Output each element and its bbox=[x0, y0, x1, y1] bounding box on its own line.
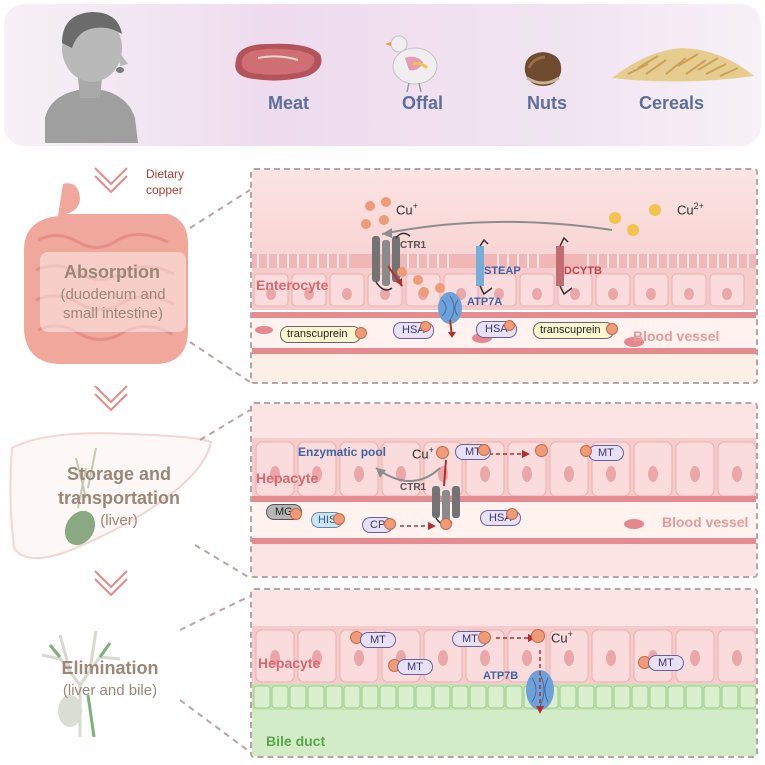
absorption-title: Absorption bbox=[64, 262, 160, 282]
storage-title-line1: Storage and bbox=[66, 464, 172, 484]
mt-tag-text: MT bbox=[407, 661, 423, 673]
cu-plus-sup: + bbox=[567, 629, 573, 639]
food-banner bbox=[0, 0, 765, 150]
absorption-subtitle-line2: small intestine) bbox=[62, 305, 164, 322]
copper-ion bbox=[384, 518, 396, 530]
mg-tag-text: MG bbox=[275, 506, 293, 518]
copper-ions-cu2 bbox=[605, 200, 665, 240]
intestine-illustration bbox=[18, 180, 193, 370]
storage-panel-drawing bbox=[252, 404, 756, 576]
chevron-down-icon bbox=[92, 565, 130, 599]
copper-ion bbox=[440, 518, 452, 530]
transcuprein-tag-1: transcuprein bbox=[280, 326, 361, 343]
elimination-title: Elimination bbox=[61, 658, 159, 678]
copper-ion bbox=[535, 444, 548, 457]
mt-tag-text: MT bbox=[658, 657, 674, 669]
mt-tag-text: MT bbox=[370, 634, 386, 646]
food-banner-background bbox=[4, 4, 761, 146]
mt-tag-elim-2: MT bbox=[397, 659, 433, 675]
blood-vessel-label-storage: Blood vessel bbox=[662, 514, 749, 530]
chevron-down-icon bbox=[92, 162, 130, 196]
cu-plus-label-elim: Cu+ bbox=[551, 629, 573, 645]
hepacyte-label-storage: Hepacyte bbox=[256, 470, 319, 486]
copper-ion bbox=[506, 508, 518, 520]
copper-ion bbox=[355, 327, 367, 339]
bile-tree-illustration bbox=[30, 625, 130, 740]
dcytb-label: DCYTB bbox=[564, 265, 602, 277]
atp7b-label: ATP7B bbox=[483, 670, 519, 682]
enterocyte-label: Enterocyte bbox=[256, 277, 329, 293]
mt-tag-text: MT bbox=[462, 633, 478, 645]
dietary-copper-line2: copper bbox=[146, 183, 183, 197]
cu-plus-label: Cu+ bbox=[396, 201, 418, 217]
cu-plus-sup: + bbox=[428, 445, 434, 455]
ctr1-label-absorption: CTR1 bbox=[400, 240, 427, 251]
storage-title: Storage and transportation bbox=[44, 462, 194, 510]
hsa-tag-text: HSA bbox=[489, 512, 512, 524]
storage-subtitle: (liver) bbox=[100, 512, 138, 529]
meat-illustration bbox=[228, 38, 328, 86]
copper-ion bbox=[290, 508, 302, 520]
hepacyte-label-elim: Hepacyte bbox=[258, 655, 321, 671]
cu-2plus-label: Cu2+ bbox=[677, 201, 704, 217]
storage-panel bbox=[250, 402, 758, 578]
mt-tag-elim-4: MT bbox=[648, 655, 684, 671]
cu-plus-label-storage: Cu+ bbox=[412, 445, 434, 461]
nuts-label: Nuts bbox=[527, 93, 567, 113]
copper-ion bbox=[478, 631, 491, 644]
atp7a-label: ATP7A bbox=[467, 296, 503, 308]
dietary-copper-label: Dietary copper bbox=[146, 166, 184, 198]
copper-ion bbox=[531, 629, 545, 643]
offal-illustration bbox=[383, 28, 443, 93]
mt-tag-text: MT bbox=[598, 447, 614, 459]
transcuprein-tag-text: transcuprein bbox=[287, 328, 348, 340]
cu-2plus-sup: 2+ bbox=[693, 201, 704, 211]
copper-ion bbox=[504, 320, 515, 331]
copper-ion bbox=[436, 446, 449, 459]
enzymatic-pool-label: Enzymatic pool bbox=[298, 445, 387, 459]
absorption-subtitle-line1: (duodenum and bbox=[60, 286, 166, 303]
cu-plus-text: Cu bbox=[396, 202, 413, 218]
transcuprein-tag-2: transcuprein bbox=[533, 322, 614, 339]
elimination-subtitle: (liver and bile) bbox=[62, 682, 158, 699]
mt-tag-storage-2: MT bbox=[588, 445, 624, 461]
chevron-down-icon bbox=[92, 380, 130, 414]
cu-plus-sup: + bbox=[412, 201, 418, 211]
copper-ion bbox=[478, 444, 490, 456]
meat-label: Meat bbox=[268, 93, 310, 113]
mt-tag-elim-1: MT bbox=[360, 632, 396, 648]
absorption-panel bbox=[250, 168, 758, 384]
copper-ions-cu1 bbox=[360, 196, 480, 306]
storage-title-line2: transportation bbox=[57, 488, 180, 508]
his-tag-text: HIS bbox=[318, 514, 337, 526]
absorption-box bbox=[40, 252, 186, 332]
hsa-tag-text: HSA bbox=[402, 324, 425, 336]
dietary-copper-line1: Dietary bbox=[146, 167, 185, 181]
copper-ion bbox=[580, 445, 592, 457]
hsa-tag-text: HSA bbox=[485, 323, 508, 335]
bile-duct-label: Bile duct bbox=[266, 733, 326, 749]
offal-label: Offal bbox=[402, 93, 444, 113]
steap-label: STEAP bbox=[484, 265, 521, 277]
cereals-label: Cereals bbox=[639, 93, 705, 113]
blood-vessel-label-absorption: Blood vessel bbox=[633, 328, 720, 344]
absorption-subtitle: (duodenum and small intestine) bbox=[40, 285, 186, 323]
person-illustration bbox=[40, 8, 150, 143]
cu-plus-text: Cu bbox=[551, 630, 568, 646]
copper-ion bbox=[420, 321, 431, 332]
mt-tag-text: MT bbox=[465, 446, 481, 458]
liver-illustration bbox=[6, 428, 216, 568]
ctr1-label-storage: CTR1 bbox=[400, 482, 427, 493]
cereals-illustration bbox=[608, 40, 758, 85]
cu-2plus-text: Cu bbox=[677, 202, 694, 218]
cu-plus-text: Cu bbox=[412, 446, 429, 462]
copper-ion bbox=[606, 323, 618, 335]
nuts-illustration bbox=[519, 48, 567, 88]
transcuprein-tag-text: transcuprein bbox=[540, 324, 601, 336]
copper-ion bbox=[333, 513, 345, 525]
cp-tag-text: CP bbox=[370, 519, 386, 531]
